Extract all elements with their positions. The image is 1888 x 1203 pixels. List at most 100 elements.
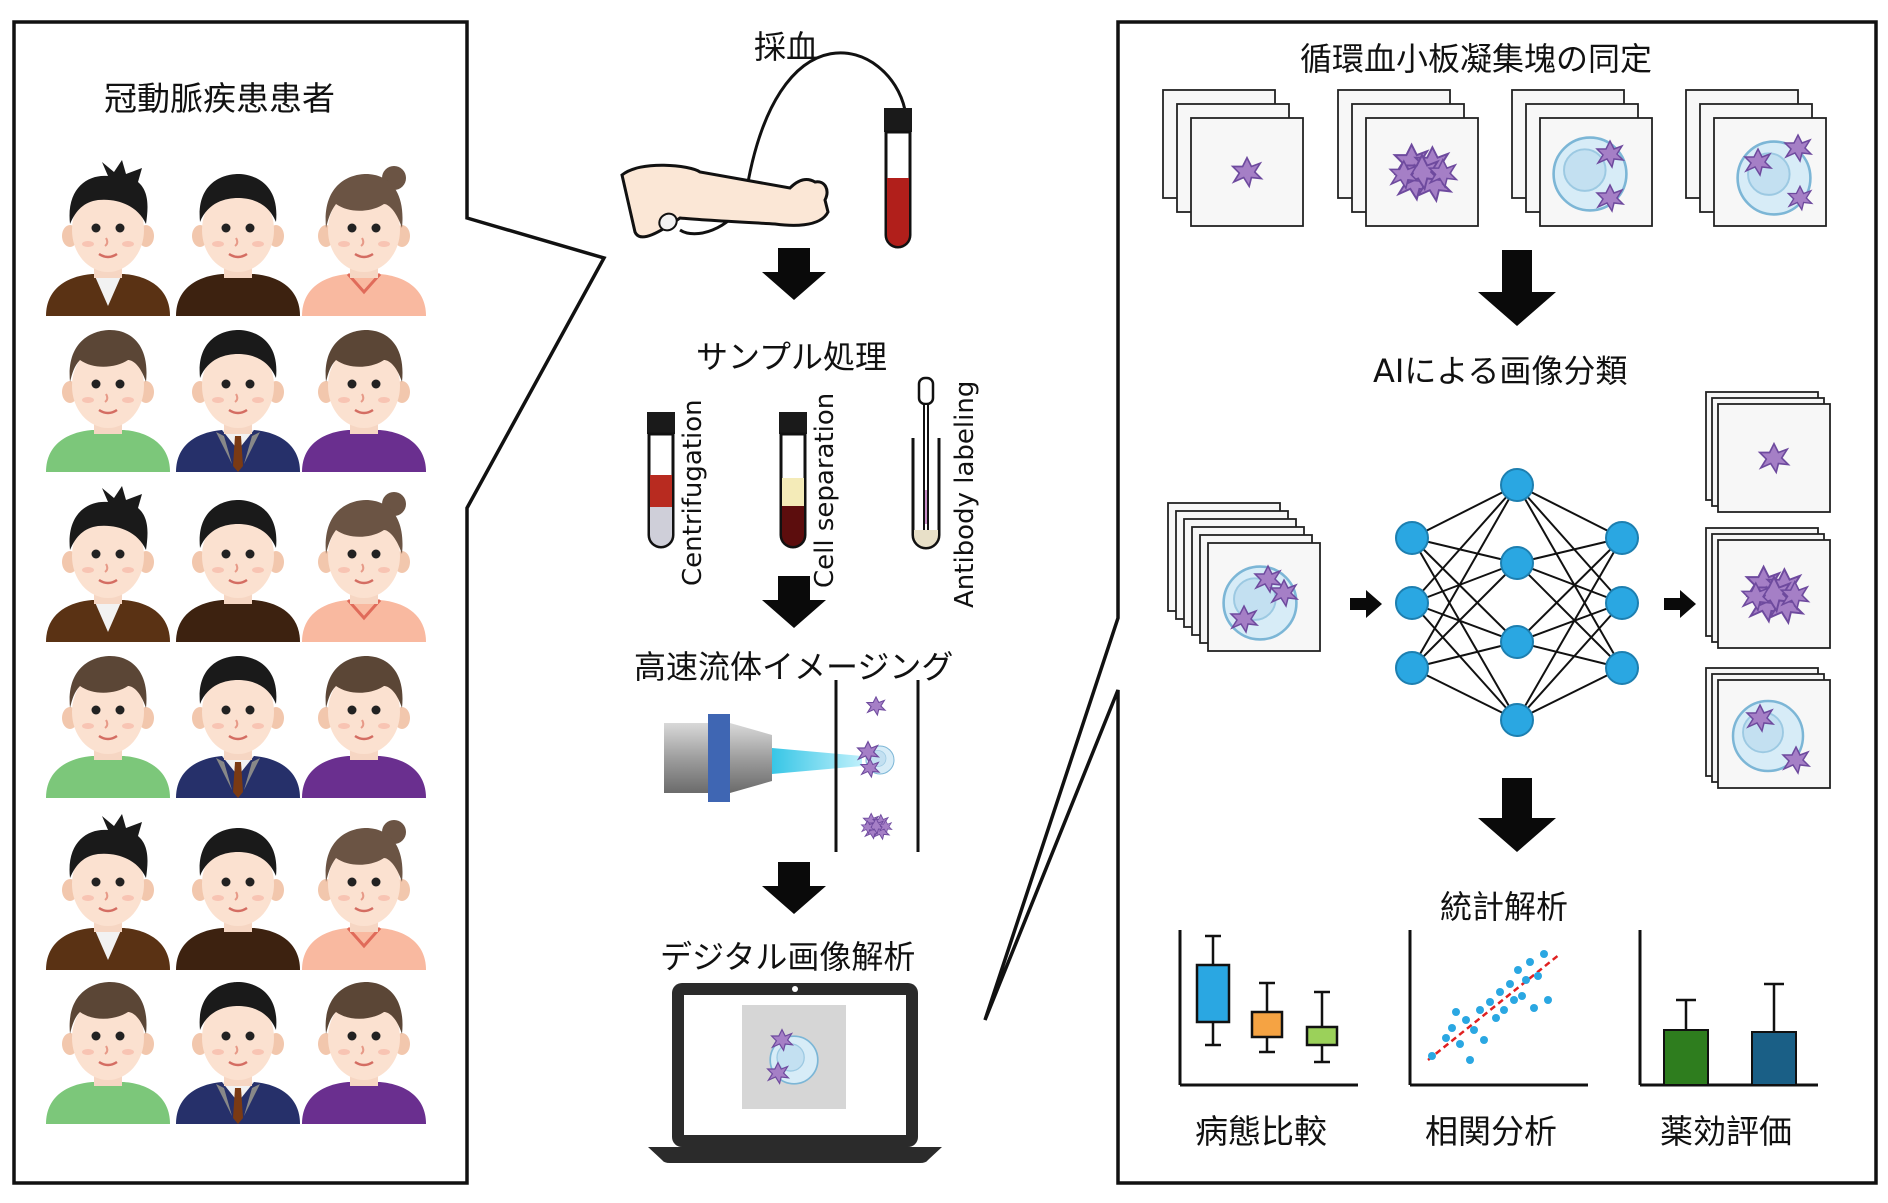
nn-edge [1411, 602, 1518, 721]
imaging-label: 高速流体イメージング [634, 648, 954, 686]
nn-edge [1411, 667, 1518, 721]
output-image-stacks [1705, 391, 1831, 789]
down-arrow-3 [762, 862, 826, 914]
scatter-point [1448, 1024, 1456, 1032]
image-stack [1705, 391, 1831, 513]
nn-node [1500, 546, 1534, 580]
scatter-point [1522, 976, 1530, 984]
patient-avatar [302, 982, 426, 1124]
image-stack [1167, 502, 1321, 652]
patient-avatar [302, 492, 426, 642]
patient-avatar [46, 814, 170, 970]
scatter-point [1534, 972, 1542, 980]
tube-label-antibody-labeling: Antibody labeling [950, 380, 980, 608]
nn-edge [1516, 602, 1623, 721]
nn-edge [1516, 667, 1623, 721]
tube-label-centrifugation: Centrifugation [678, 399, 708, 586]
nn-edge [1411, 641, 1518, 669]
scatter-point [1452, 1008, 1460, 1016]
scatter-point [1530, 1004, 1538, 1012]
nn-edge [1516, 484, 1623, 669]
right-arrow-out [1664, 590, 1696, 618]
patient-avatar [176, 500, 300, 642]
patient-avatar [302, 166, 426, 316]
nn-edge [1411, 562, 1518, 604]
analysis-label: デジタル画像解析 [660, 938, 916, 976]
nn-node [1500, 625, 1534, 659]
nn-node [1605, 651, 1639, 685]
nn-edge [1516, 484, 1623, 604]
analysis-label-correlation: 相関分析 [1425, 1112, 1557, 1151]
patient-avatar [46, 160, 170, 316]
scatter-point [1480, 1036, 1488, 1044]
nn-edge [1411, 484, 1518, 604]
image-stack [1705, 527, 1831, 649]
down-arrow-right-1 [1478, 250, 1556, 326]
scatter-point [1466, 1056, 1474, 1064]
scatter-point [1518, 992, 1526, 1000]
scatter-point [1470, 1026, 1478, 1034]
identification-title: 循環血小板凝集塊の同定 [1300, 40, 1653, 78]
blood-draw-illustration [620, 51, 912, 249]
centrifugation-tube [647, 412, 675, 549]
scatter-point [1506, 980, 1514, 988]
cell-separation-tube [779, 412, 807, 549]
down-arrow-2 [762, 576, 826, 628]
right-arrow-in [1350, 590, 1382, 618]
statistics-label: 統計解析 [1440, 888, 1569, 926]
nn-edge [1411, 484, 1518, 539]
bar-chart [1638, 930, 1818, 1087]
nn-edge [1411, 537, 1518, 643]
boxplot-box [1305, 990, 1339, 1064]
nn-edge [1516, 562, 1623, 669]
scatter-point [1526, 958, 1534, 966]
patient-avatar [302, 330, 426, 472]
bar [1663, 998, 1709, 1086]
patient-avatar [46, 486, 170, 642]
nn-edge [1411, 602, 1518, 643]
bar [1751, 982, 1797, 1086]
nn-edge [1411, 562, 1518, 669]
scatter-point [1510, 996, 1518, 1004]
patient-avatar [176, 174, 300, 316]
analysis-label-comparison: 病態比較 [1195, 1112, 1327, 1151]
scatter-point [1486, 998, 1494, 1006]
image-stack [1705, 667, 1831, 789]
analysis-label-drug-efficacy: 薬効評価 [1660, 1112, 1792, 1151]
patient-avatar [176, 828, 300, 970]
scatter-point [1476, 1006, 1484, 1014]
patient-avatar [176, 330, 300, 472]
patient-avatar [46, 656, 170, 798]
nn-node [1395, 586, 1429, 620]
scatter-point [1544, 996, 1552, 1004]
scatter-point [1456, 1040, 1464, 1048]
boxplot-box [1195, 934, 1231, 1047]
sample-processing-label: サンプル処理 [696, 338, 888, 376]
patient-avatar [302, 820, 426, 970]
nn-edge [1516, 537, 1623, 564]
nn-edge [1516, 537, 1623, 721]
image-stack [1511, 89, 1653, 227]
image-stacks-top [1162, 89, 1827, 227]
scatter-point [1492, 1014, 1500, 1022]
image-stack [1337, 89, 1479, 227]
nn-node [1395, 651, 1429, 685]
nn-edge [1411, 484, 1518, 669]
patient-avatar [176, 982, 300, 1124]
nn-node [1500, 703, 1534, 737]
patient-avatar [176, 656, 300, 798]
scatter-chart [1408, 930, 1588, 1087]
nn-edge [1411, 537, 1518, 721]
image-stack [1162, 89, 1304, 227]
right-callout-frame [983, 20, 1878, 1185]
nn-edge [1516, 562, 1623, 604]
trend-line [1427, 953, 1561, 1061]
scatter-point [1540, 950, 1548, 958]
blood-draw-label: 採血 [754, 28, 819, 66]
scatter-point [1514, 966, 1522, 974]
nn-edge [1516, 602, 1623, 643]
patients-title: 冠動脈疾患患者 [104, 79, 335, 118]
nn-edge [1516, 537, 1623, 643]
nn-node [1395, 521, 1429, 555]
